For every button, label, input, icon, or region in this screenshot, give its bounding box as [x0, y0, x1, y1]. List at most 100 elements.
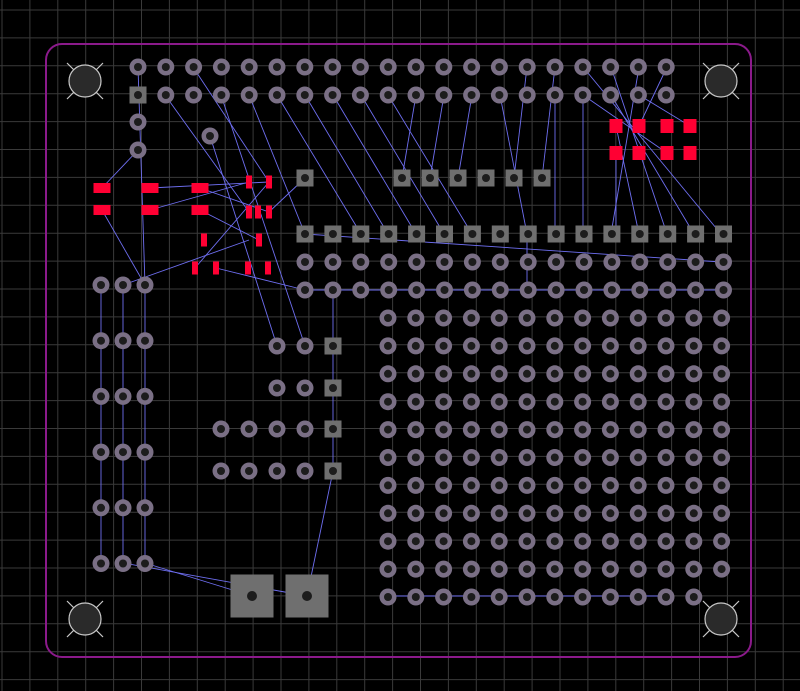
pad-drill [398, 174, 406, 182]
trace-line [360, 94, 445, 235]
pad-drill [689, 314, 698, 322]
pad-drill [467, 537, 476, 546]
pad-drill [439, 341, 448, 350]
pad-drill [119, 281, 127, 289]
pad-drill [717, 397, 726, 406]
pad-drill [662, 91, 671, 99]
pad-drill [634, 453, 643, 462]
pad-drill [384, 314, 392, 322]
pad-drill [301, 384, 309, 392]
pad-drill [662, 369, 670, 378]
pad-drill [550, 537, 559, 546]
pad-drill [273, 342, 281, 350]
pad-drill [719, 286, 728, 294]
pad-drill [384, 230, 393, 238]
pad-drill [384, 341, 392, 350]
pad-drill [301, 230, 309, 238]
pad-drill [301, 174, 309, 182]
pad-drill [634, 481, 643, 490]
pad-drill [189, 91, 198, 99]
pad-drill [411, 537, 420, 546]
pad-drill [551, 91, 559, 99]
pad-drill [578, 341, 587, 350]
mounting-hole-icon [704, 602, 738, 636]
pad-drill [273, 425, 281, 433]
pad-drill [523, 369, 531, 378]
smd-pad-icon [660, 146, 674, 160]
pad-drill [634, 537, 643, 546]
pad-drill [607, 258, 616, 266]
pad-drill [141, 448, 149, 457]
pad-drill [301, 258, 309, 266]
trace-line [387, 94, 473, 235]
pad-drill [384, 565, 392, 574]
pad-drill [689, 593, 698, 601]
pad-drill [606, 453, 615, 462]
pad-drill [662, 397, 670, 406]
pad-drill [134, 91, 142, 99]
through-hole-pads [92, 58, 732, 618]
pad-drill [467, 91, 476, 99]
pad-drill [97, 559, 105, 568]
pad-drill [273, 63, 281, 71]
pad-drill [328, 258, 337, 266]
pad-drill [439, 453, 448, 462]
pad-drill [384, 593, 392, 601]
pad-drill [356, 63, 365, 71]
pad-drill [119, 392, 127, 401]
pad-drill [467, 565, 476, 574]
pad-drill [578, 509, 587, 518]
pad-drill [439, 565, 448, 574]
mounting-hole-icon [68, 64, 102, 98]
pad-drill [384, 397, 392, 406]
pad-drill [717, 481, 726, 490]
pad-drill [440, 258, 449, 266]
pad-drill [606, 509, 615, 518]
pad-drill [578, 63, 587, 71]
pad-drill [300, 63, 309, 71]
pad-drill [217, 425, 225, 433]
pad-drill [412, 63, 420, 71]
pad-drill [578, 397, 587, 406]
ratsnest-traces [100, 66, 722, 597]
pad-drill [467, 341, 476, 350]
pad-drill [523, 341, 531, 350]
pad-drill [580, 230, 588, 238]
pad-drill [578, 425, 587, 434]
pad-drill [523, 453, 531, 462]
smd-pad-icon [632, 146, 646, 160]
pad-drill [510, 174, 518, 182]
pad-drill [412, 258, 421, 266]
pad-drill [662, 537, 670, 546]
pad-drill [580, 286, 588, 294]
pad-drill [523, 63, 532, 71]
pad-drill [411, 397, 420, 406]
pad-drill [523, 314, 531, 322]
pad-drill [356, 230, 365, 238]
pad-drill [689, 341, 698, 350]
pad-drill [245, 63, 254, 71]
smd-pad-icon [265, 261, 271, 275]
pad-drill [245, 91, 254, 99]
mounting-holes [66, 62, 740, 638]
pad-drill [411, 341, 420, 350]
pad-drill [119, 503, 127, 512]
smd-pad-icon [245, 261, 251, 275]
pad-drill [634, 369, 643, 378]
pad-drill [634, 397, 643, 406]
pad-drill [245, 425, 253, 433]
pad-drill [356, 286, 365, 294]
pad-drill [384, 425, 392, 434]
pad-drill [689, 397, 698, 406]
pad-drill [580, 258, 588, 266]
pad-drill [273, 467, 281, 475]
pad-drill [496, 286, 505, 294]
pad-drill [97, 392, 105, 401]
pad-drill [134, 146, 142, 154]
smd-pad-icon [246, 205, 252, 219]
pad-drill [495, 481, 504, 490]
pad-drill [411, 509, 420, 518]
pad-drill [550, 341, 559, 350]
pad-drill [141, 281, 149, 289]
